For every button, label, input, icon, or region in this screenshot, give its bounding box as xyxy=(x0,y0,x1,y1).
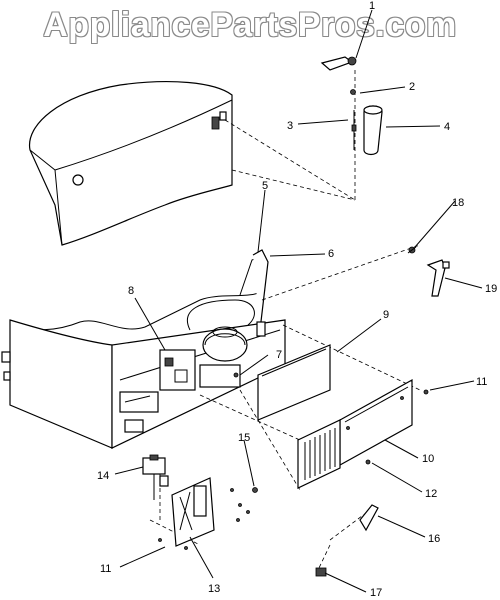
refrigerator-cabinet-upper xyxy=(28,81,233,246)
callout-labels: 1 2 3 4 5 6 7 8 9 10 11 11 12 13 14 15 1… xyxy=(97,0,497,599)
part-10-kickplate xyxy=(339,378,413,467)
callout-13: 13 xyxy=(208,583,220,595)
screw-row xyxy=(230,488,250,522)
machine-compartment-cabinet xyxy=(1,249,286,449)
part-12-screw xyxy=(365,459,371,465)
part-13-bracket xyxy=(158,477,215,550)
callout-3: 3 xyxy=(287,120,293,132)
part-17-clip xyxy=(315,567,327,577)
part-3-rod xyxy=(351,110,357,150)
callout-5: 5 xyxy=(262,180,268,192)
callout-9: 9 xyxy=(383,309,389,321)
callout-7: 7 xyxy=(276,349,282,361)
callout-2: 2 xyxy=(409,81,415,93)
part-16-hinge xyxy=(359,504,379,532)
part-14-relay xyxy=(142,454,169,500)
part-9-panel xyxy=(257,344,331,421)
callout-16: 16 xyxy=(428,533,440,545)
part-11-screw-right xyxy=(423,389,429,395)
callout-12: 12 xyxy=(425,488,437,500)
callout-19: 19 xyxy=(485,283,497,295)
callout-leaders xyxy=(114,9,483,593)
callout-6: 6 xyxy=(328,248,334,260)
part-18-clip xyxy=(407,246,417,254)
part-1-fitting xyxy=(320,56,357,71)
callout-17: 17 xyxy=(370,587,382,599)
callout-11-right: 11 xyxy=(476,376,487,388)
part-2-screw xyxy=(350,89,356,95)
callout-8: 8 xyxy=(128,285,134,297)
part-4-sleeve xyxy=(363,105,383,156)
part-12-grille xyxy=(297,419,341,489)
callout-4: 4 xyxy=(444,121,450,133)
callout-14: 14 xyxy=(97,470,109,482)
callout-10: 10 xyxy=(422,453,434,465)
callout-18: 18 xyxy=(452,197,464,209)
callout-11-left: 11 xyxy=(100,563,111,575)
callout-1: 1 xyxy=(369,0,375,12)
part-15-screw xyxy=(252,487,258,493)
part-19-bracket xyxy=(426,259,450,297)
callout-15: 15 xyxy=(238,432,250,444)
watermark-logo: AppliancePartsPros.com xyxy=(43,6,457,44)
part-7-screw xyxy=(233,372,239,378)
